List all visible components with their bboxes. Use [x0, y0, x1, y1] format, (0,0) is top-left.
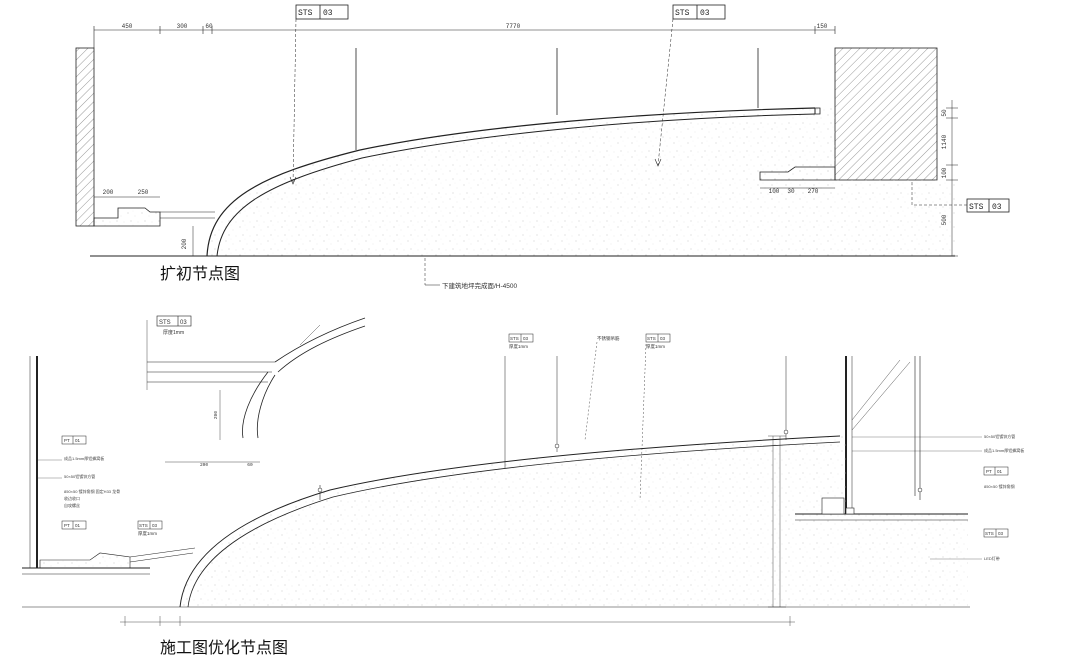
top-drawing: 450 300 60 7770 150 200 250 200 100 30 2… — [75, 4, 1010, 290]
svg-text:STS: STS — [510, 336, 519, 341]
dim-vert-50: 50 — [941, 109, 948, 117]
svg-text:STS: STS — [969, 203, 984, 212]
dim-7770: 7770 — [506, 23, 521, 30]
svg-text:自攻螺丝: 自攻螺丝 — [64, 502, 80, 508]
svg-text:03: 03 — [998, 531, 1004, 536]
sts-tag-bottom-right: STS 03 — [983, 528, 1009, 538]
svg-text:03: 03 — [992, 203, 1002, 212]
svg-text:50×50铝镀锌方管: 50×50铝镀锌方管 — [984, 433, 1015, 439]
bottom-curve-outer — [179, 435, 841, 608]
dim-left-250: 250 — [138, 189, 149, 196]
detail-thickness: 厚度1mm — [163, 329, 184, 336]
detail-inset: STS 03 厚度1mm 200 60 200 — [146, 315, 366, 468]
svg-text:收边收口: 收边收口 — [64, 495, 80, 501]
svg-text:厚度1mm: 厚度1mm — [646, 343, 665, 350]
svg-text:03: 03 — [323, 9, 333, 18]
dim-150: 150 — [817, 23, 828, 30]
dim-300: 300 — [177, 23, 188, 30]
svg-text:PT: PT — [986, 469, 992, 474]
svg-text:03: 03 — [152, 523, 158, 528]
dim-vert-1140: 1140 — [941, 134, 948, 149]
svg-text:成品1.5mm厚铝蜂窝板: 成品1.5mm厚铝蜂窝板 — [64, 455, 104, 461]
bottom-ceiling-fill — [180, 436, 968, 607]
sts-tag-top-3: STS 03 — [911, 182, 1010, 213]
left-wall-hatch — [75, 47, 95, 227]
left-ledge — [93, 207, 161, 227]
detail-tag-label: STS — [159, 320, 171, 326]
sts-tag-top-1: STS 03 — [289, 4, 349, 185]
detail-tag-num: 03 — [180, 320, 187, 326]
svg-text:STS: STS — [675, 9, 690, 18]
right-ledge — [759, 166, 836, 181]
svg-text:成品1.5mm厚铝蜂窝板: 成品1.5mm厚铝蜂窝板 — [984, 447, 1024, 453]
bottom-curve-inner — [187, 441, 841, 608]
dim-right-270: 270 — [808, 188, 819, 195]
svg-text:03: 03 — [523, 336, 529, 341]
svg-text:PT: PT — [64, 438, 70, 443]
right-wall-hatch — [834, 47, 938, 181]
dim-left-200: 200 — [103, 189, 114, 196]
dim-vert-100: 100 — [941, 167, 948, 178]
svg-text:STS: STS — [298, 9, 313, 18]
svg-text:厚度1mm: 厚度1mm — [138, 530, 157, 537]
bottom-title: 施工图优化节点图 — [160, 638, 288, 657]
top-ceiling-fill — [207, 108, 955, 256]
svg-text:850×50 镀锌角钢 固定H33 龙骨: 850×50 镀锌角钢 固定H33 龙骨 — [64, 488, 120, 494]
pt-tag-right: PT 01 — [983, 466, 1009, 476]
svg-text:01: 01 — [997, 469, 1003, 474]
dim-right-100: 100 — [769, 188, 780, 195]
sts-tag-bottom-center-2: STS 03 厚度1mm — [639, 333, 671, 501]
top-title: 扩初节点图 — [160, 264, 240, 283]
svg-text:STS: STS — [647, 336, 656, 341]
sts-tag-bottom-left: STS 03 厚度1mm — [137, 520, 163, 537]
top-curve-outer — [206, 107, 816, 257]
sts-tag-top-2: STS 03 — [654, 4, 726, 167]
svg-text:50×50铝镀锌方管: 50×50铝镀锌方管 — [64, 473, 95, 479]
top-curve-inner — [216, 113, 816, 257]
dim-left-vert-200: 200 — [181, 238, 188, 249]
svg-text:厚度1mm: 厚度1mm — [509, 343, 528, 350]
detail-dim-vert-200: 200 — [213, 411, 219, 419]
floor-note: 下建筑地坪完成面/H-4500 — [442, 281, 518, 290]
svg-text:03: 03 — [660, 336, 666, 341]
pt-tag-left-2: PT 01 — [61, 520, 87, 530]
pt-tag-left: PT 01 — [61, 435, 87, 445]
dim-right-30: 30 — [787, 188, 795, 195]
detail-dim-60: 60 — [247, 462, 253, 468]
note-hanger: 不锈钢吊筋 — [597, 335, 620, 342]
dim-450: 450 — [122, 23, 133, 30]
svg-text:850×50 镀锌角钢: 850×50 镀锌角钢 — [984, 483, 1015, 489]
dim-60: 60 — [205, 23, 213, 30]
svg-text:STS: STS — [985, 531, 994, 536]
svg-text:01: 01 — [75, 438, 81, 443]
sts-tag-bottom-center-1: STS 03 厚度1mm — [508, 333, 534, 350]
svg-text:03: 03 — [700, 9, 710, 18]
svg-text:LED灯带: LED灯带 — [984, 555, 1000, 561]
svg-text:STS: STS — [139, 523, 148, 528]
bottom-drawing: STS 03 厚度1mm 200 60 200 PT 01 PT 01 STS … — [22, 315, 1024, 657]
detail-dim-200: 200 — [200, 462, 208, 468]
svg-text:PT: PT — [64, 523, 70, 528]
svg-text:01: 01 — [75, 523, 81, 528]
dim-vert-500: 500 — [941, 214, 948, 225]
